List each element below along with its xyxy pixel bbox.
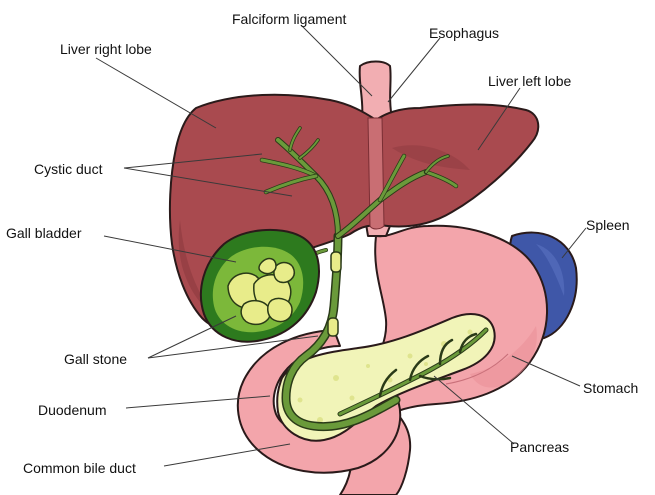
- leader-liver-right-lobe: [96, 58, 216, 128]
- leader-esophagus: [388, 38, 440, 102]
- leader-spleen: [562, 228, 586, 258]
- label-duodenum: Duodenum: [38, 402, 107, 418]
- label-pancreas: Pancreas: [510, 439, 569, 455]
- label-cystic-duct: Cystic duct: [34, 161, 103, 177]
- label-liver-right-lobe: Liver right lobe: [60, 41, 152, 57]
- label-common-bile-duct: Common bile duct: [23, 460, 136, 476]
- label-spleen: Spleen: [586, 217, 630, 233]
- label-stomach: Stomach: [583, 380, 638, 396]
- label-esophagus: Esophagus: [429, 25, 499, 41]
- leader-falciform-ligament: [302, 26, 372, 96]
- label-liver-left-lobe: Liver left lobe: [488, 73, 571, 89]
- label-falciform-ligament: Falciform ligament: [232, 11, 346, 27]
- label-gall-bladder: Gall bladder: [6, 225, 82, 241]
- label-gall-stone: Gall stone: [64, 351, 127, 367]
- leader-gall-stone-1: [148, 316, 236, 358]
